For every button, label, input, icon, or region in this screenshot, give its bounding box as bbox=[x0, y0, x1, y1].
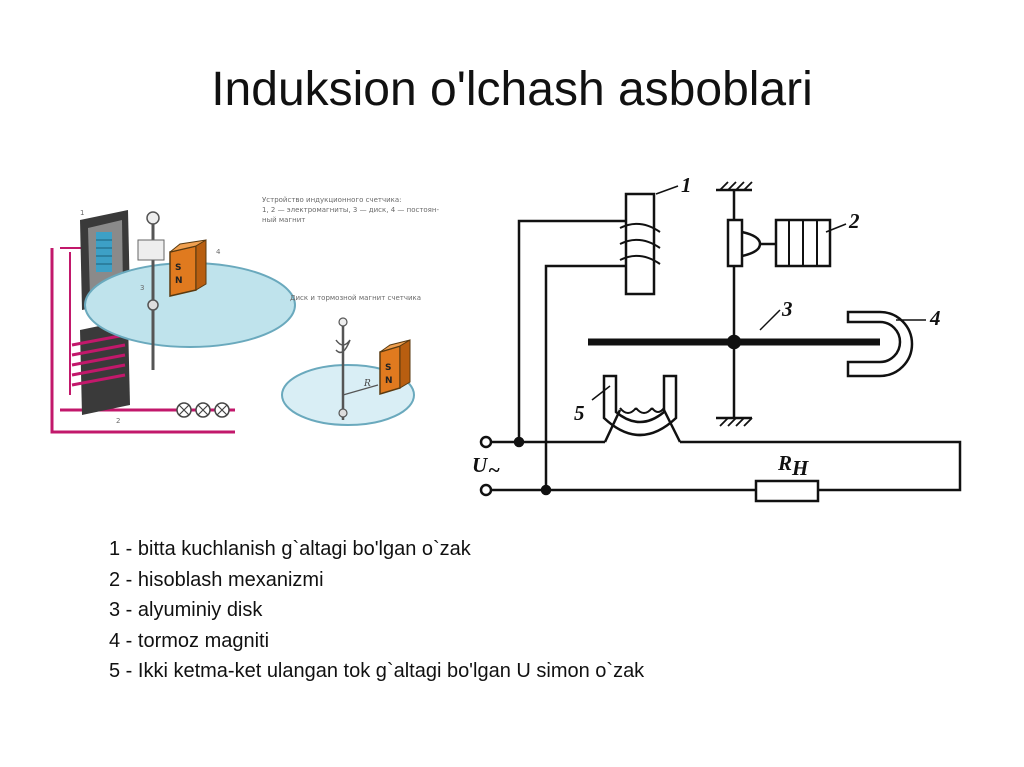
legend-item: 2 - hisoblash mexanizmi bbox=[109, 568, 324, 591]
brake-magnet bbox=[846, 310, 914, 378]
circuit-schematic bbox=[479, 181, 962, 503]
drawing-magnet-s: S bbox=[175, 263, 181, 273]
resistor-label: R bbox=[777, 451, 792, 475]
terminal-top bbox=[479, 435, 493, 449]
drawing-label-2: 2 bbox=[116, 417, 120, 425]
lamp-row bbox=[176, 402, 230, 418]
disk-magnet-n: N bbox=[385, 376, 393, 386]
caption-top-line1: Устройство индукционного счетчика: bbox=[262, 196, 402, 204]
schematic-label-5: 5 bbox=[574, 401, 585, 425]
resistor-subscript: H bbox=[791, 456, 809, 480]
u-core bbox=[602, 374, 678, 437]
legend-item: 1 - bitta kuchlanish g`altagi bo'lgan o`… bbox=[109, 538, 471, 560]
voltage-core bbox=[624, 192, 656, 296]
drawing-magnet-n: N bbox=[175, 276, 183, 286]
legend-item: 4 - tormoz magniti bbox=[109, 629, 270, 652]
voltage-subscript: ~ bbox=[488, 458, 500, 482]
schematic-label-1: 1 bbox=[681, 173, 692, 197]
caption-mid: Диск и тормозной магнит счетчика bbox=[290, 294, 421, 302]
drawing-label-1: 1 bbox=[80, 209, 84, 217]
legend-item: 3 - alyuminiy disk bbox=[109, 599, 263, 621]
schematic-label-3: 3 bbox=[781, 297, 793, 321]
load-resistor bbox=[754, 479, 820, 503]
slide-title: Induksion o'lchash asboblari bbox=[211, 63, 813, 116]
caption-top-line3: ный магнит bbox=[262, 216, 305, 224]
disk-magnet-s: S bbox=[385, 363, 391, 373]
legend-item: 5 - Ikki ketma-ket ulangan tok g`altagi … bbox=[109, 660, 645, 682]
voltage-label: U bbox=[472, 453, 489, 477]
disk-radius-label: R bbox=[363, 379, 371, 389]
caption-top-line2: 1, 2 — электромагниты, 3 — диск, 4 — пос… bbox=[262, 206, 439, 214]
legend-list: 1 - bitta kuchlanish g`altagi bo'lgan o`… bbox=[109, 534, 644, 687]
schematic-label-4: 4 bbox=[929, 306, 941, 330]
meter-construction-drawing: S N 1 2 3 4 bbox=[50, 209, 296, 434]
drawing-label-4: 4 bbox=[216, 248, 221, 256]
terminal-bottom bbox=[479, 483, 493, 497]
disk-brake-drawing: S N R bbox=[281, 317, 415, 426]
drawing-label-3: 3 bbox=[140, 284, 144, 292]
schematic-label-2: 2 bbox=[848, 209, 860, 233]
